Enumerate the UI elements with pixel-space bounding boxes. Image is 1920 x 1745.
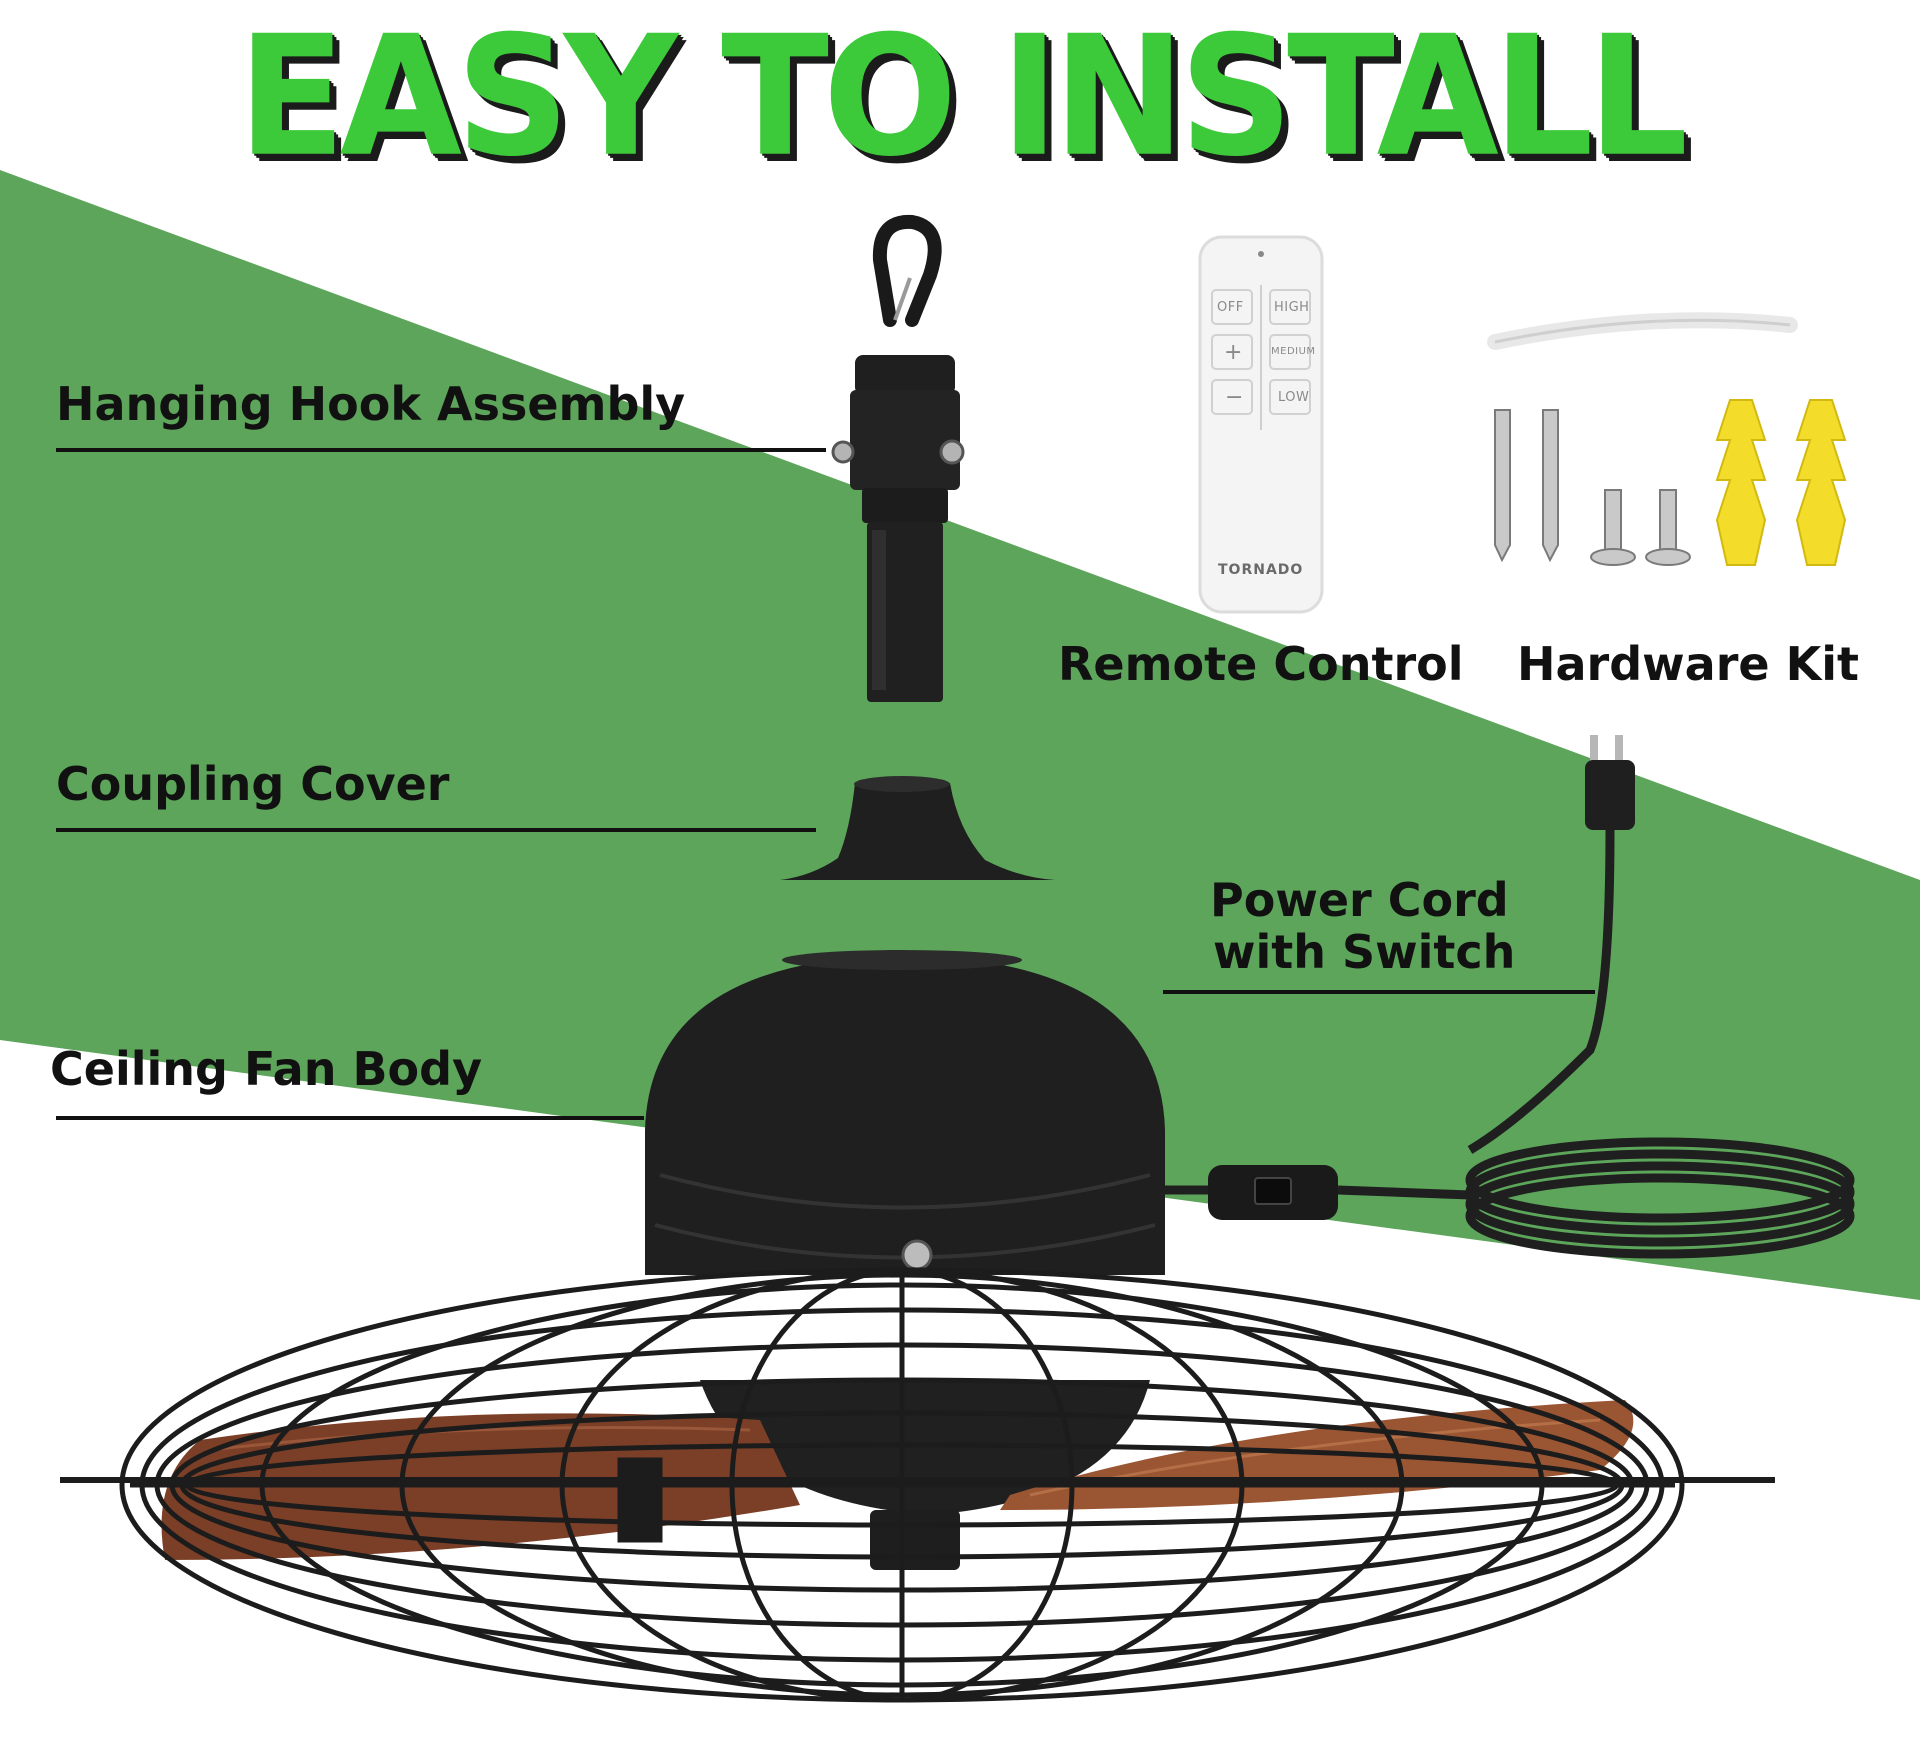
hardware-kit-image: [1487, 312, 1847, 566]
remote-medium-button: MEDIUM: [1271, 346, 1316, 357]
fan-guard-cage-image: [60, 1267, 1775, 1703]
rule-ceiling-fan-body: [56, 1116, 644, 1120]
coupling-cover-image: [780, 776, 1055, 880]
rule-hanging-hook-assembly: [56, 448, 826, 452]
rule-coupling-cover: [56, 828, 816, 832]
remote-high-button: HIGH: [1274, 300, 1310, 315]
remote-control-image: [1198, 235, 1324, 614]
label-power-cord-line1: Power Cord: [1210, 873, 1509, 927]
power-cord-with-switch-image: [1165, 735, 1855, 1259]
label-power-cord-line2: with Switch: [1213, 925, 1516, 979]
label-remote-control: Remote Control: [1058, 637, 1464, 691]
label-hanging-hook-assembly: Hanging Hook Assembly: [56, 377, 686, 431]
remote-low-button: LOW: [1278, 390, 1310, 405]
remote-brand-logo: TORNADO: [1218, 562, 1304, 578]
label-coupling-cover: Coupling Cover: [56, 757, 450, 811]
page-title: EASY TO INSTALL: [237, 0, 1688, 194]
label-ceiling-fan-body: Ceiling Fan Body: [50, 1042, 483, 1096]
remote-plus-button: +: [1224, 340, 1243, 365]
label-hardware-kit: Hardware Kit: [1517, 637, 1859, 691]
rule-power-cord: [1163, 990, 1595, 994]
remote-off-button: OFF: [1217, 300, 1244, 315]
hanging-hook-assembly-image: [831, 214, 965, 702]
remote-minus-button: −: [1225, 385, 1244, 410]
